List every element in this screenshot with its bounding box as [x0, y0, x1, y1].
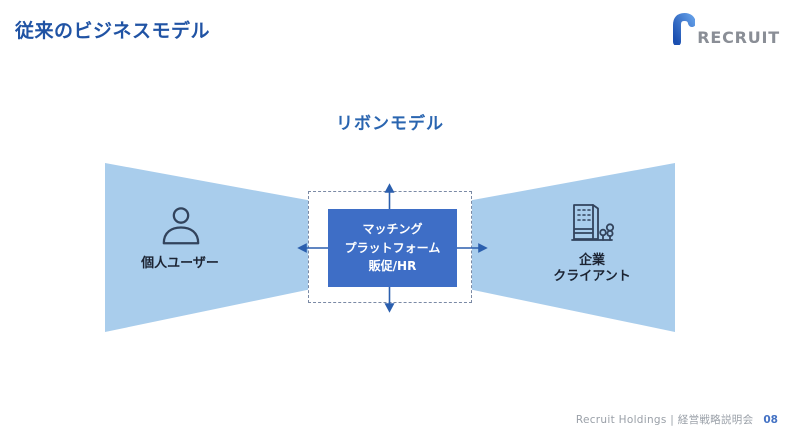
page-number: 08 [763, 414, 778, 426]
corporate-clients-label: 企業 クライアント [522, 253, 662, 284]
recruit-logo-text: RECRUIT [697, 28, 780, 47]
footer: Recruit Holdings | 経営戦略説明会 08 [576, 412, 778, 427]
recruit-logo-mark-icon [671, 11, 697, 49]
building-icon [564, 202, 618, 250]
individual-users-label: 個人ユーザー [141, 256, 219, 271]
matching-platform-line2: プラットフォーム [344, 240, 441, 255]
matching-platform-line3: 販促/HR [368, 259, 417, 274]
page-title: 従来のビジネスモデル [15, 20, 211, 42]
matching-platform-line1: マッチング [362, 222, 423, 237]
recruit-logo: RECRUIT [671, 11, 780, 49]
footer-text: Recruit Holdings | 経営戦略説明会 [575, 414, 754, 426]
matching-platform-box: マッチング プラットフォーム 販促/HR [328, 209, 457, 287]
corporate-clients-label-line2: クライアント [553, 268, 631, 284]
diagram-title: リボンモデル [336, 114, 444, 134]
corporate-clients-label-line1: 企業 [578, 253, 605, 268]
person-icon [158, 206, 204, 252]
ribbon-left-shape [105, 163, 308, 332]
